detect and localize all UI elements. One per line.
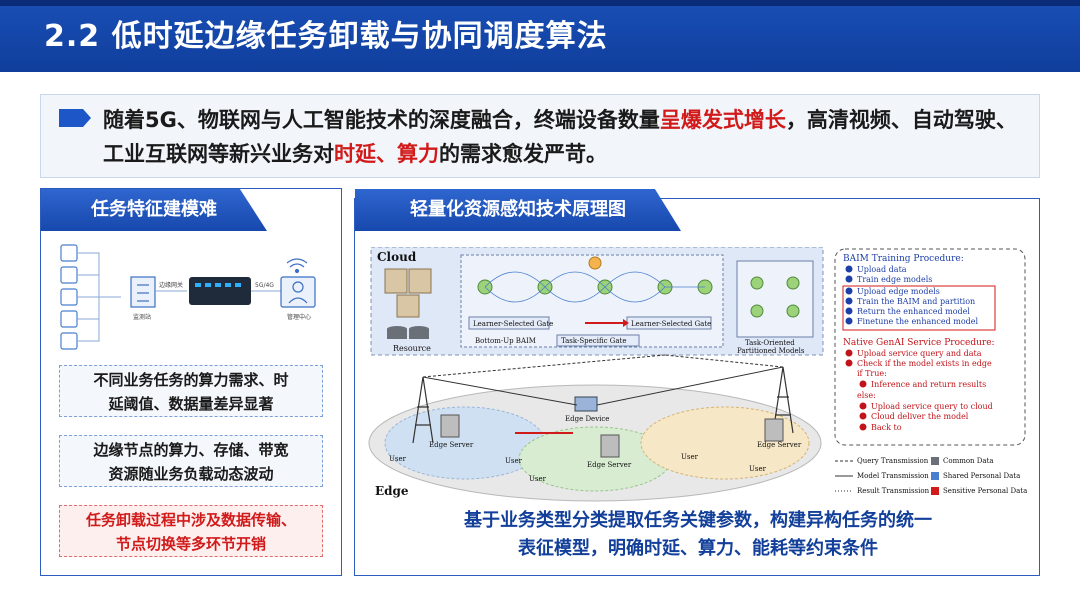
arrow-bullet-icon bbox=[59, 109, 91, 127]
resource-label: Resource bbox=[393, 344, 431, 353]
training-step-6: Finetune the enhanced model bbox=[857, 317, 979, 326]
challenge-2-line-1: 边缘节点的算力、存储、带宽 bbox=[60, 438, 322, 462]
user-label-4: User bbox=[681, 453, 699, 461]
training-title: BAIM Training Procedure: bbox=[843, 254, 964, 264]
challenge-card-3: 任务卸载过程中涉及数据传输、 节点切换等多环节开销 bbox=[59, 505, 323, 557]
page-title: 2.2 低时延边缘任务卸载与协同调度算法 bbox=[44, 12, 608, 62]
challenge-1-line-2: 延阈值、数据量差异显著 bbox=[60, 392, 322, 416]
task-oriented-label-2: Partitioned Models bbox=[737, 347, 805, 355]
bottom-up-label: Bottom-Up BAIM bbox=[475, 337, 536, 345]
caption-line-2: 表征模型，明确时延、算力、能耗等约束条件 bbox=[355, 535, 1041, 563]
edge-server-3-label: Edge Server bbox=[757, 441, 802, 449]
caption-line-1: 基于业务类型分类提取任务关键参数，构建异构任务的统一 bbox=[355, 507, 1041, 535]
center-label: 管理中心 bbox=[287, 313, 311, 321]
legend-query: Query Transmission bbox=[857, 457, 929, 465]
edge-label: Edge bbox=[375, 484, 409, 498]
user-icon bbox=[281, 277, 315, 307]
intro-part-3: 的需求愈发严苛。 bbox=[439, 142, 607, 166]
service-step-7: Cloud deliver the model bbox=[871, 412, 969, 421]
service-step-8: Back to bbox=[871, 423, 902, 432]
partitioned-models-box bbox=[737, 261, 813, 337]
training-step-4: Train the BAIM and partition bbox=[857, 297, 975, 306]
challenge-3-line-1: 任务卸载过程中涉及数据传输、 bbox=[60, 508, 322, 532]
service-title: Native GenAI Service Procedure: bbox=[843, 338, 995, 348]
training-step-2: Train edge models bbox=[857, 275, 932, 284]
cloud-label: Cloud bbox=[377, 250, 417, 264]
service-step-5: else: bbox=[857, 391, 876, 400]
right-panel-tab: 轻量化资源感知技术原理图 bbox=[355, 189, 681, 231]
sensor-icons bbox=[61, 245, 77, 349]
service-step-3: if True: bbox=[857, 369, 887, 378]
baim-box bbox=[461, 255, 723, 347]
service-step-1: Upload service query and data bbox=[857, 349, 982, 358]
legend-common: Common Data bbox=[943, 457, 994, 465]
wifi-icon bbox=[287, 259, 307, 273]
device-topology-illustration: 监测站 边缘网关 5G/4G 管理中心 bbox=[59, 241, 323, 353]
legend-sensitive: Sensitive Personal Data bbox=[943, 487, 1027, 495]
service-step-4: Inference and return results bbox=[871, 380, 986, 389]
task-specific-label: Task-Specific Gate bbox=[561, 337, 627, 345]
left-panel: 任务特征建模难 监测站 边缘网关 bbox=[40, 188, 342, 576]
edge-server-1-label: Edge Server bbox=[429, 441, 474, 449]
site-label: 监测站 bbox=[133, 313, 151, 321]
user-label-5: User bbox=[749, 465, 767, 473]
legend-model: Model Transmission bbox=[857, 472, 929, 480]
building-icon bbox=[131, 277, 155, 307]
edge-device-icon bbox=[575, 397, 597, 411]
link-label: 5G/4G bbox=[255, 282, 274, 289]
legend-shared: Shared Personal Data bbox=[943, 472, 1020, 480]
challenge-card-1: 不同业务任务的算力需求、时 延阈值、数据量差异显著 bbox=[59, 365, 323, 417]
intro-box: 随着5G、物联网与人工智能技术的深度融合，终端设备数量呈爆发式增长，高清视频、自… bbox=[40, 94, 1040, 178]
learner-gate-1-label: Learner-Selected Gate bbox=[473, 320, 553, 328]
right-panel: 轻量化资源感知技术原理图 Cloud Resource bbox=[354, 198, 1040, 576]
edge-server-2-label: Edge Server bbox=[587, 461, 632, 469]
training-step-3: Upload edge models bbox=[857, 287, 940, 296]
challenge-1-line-1: 不同业务任务的算力需求、时 bbox=[60, 368, 322, 392]
service-step-2: Check if the model exists in edge bbox=[857, 359, 992, 368]
title-bar: 2.2 低时延边缘任务卸载与协同调度算法 bbox=[0, 0, 1080, 72]
challenge-2-line-2: 资源随业务负载动态波动 bbox=[60, 462, 322, 486]
left-panel-tab: 任务特征建模难 bbox=[41, 189, 267, 231]
learner-gate-2-label: Learner-Selected Gate bbox=[631, 320, 711, 328]
legend: Query Transmission Common Data Model Tra… bbox=[835, 457, 1027, 495]
title-accent bbox=[0, 0, 1080, 6]
challenge-card-2: 边缘节点的算力、存储、带宽 资源随业务负载动态波动 bbox=[59, 435, 323, 487]
router-icon bbox=[189, 277, 251, 305]
task-oriented-label-1: Task-Oriented bbox=[745, 339, 795, 347]
gateway-label: 边缘网关 bbox=[159, 281, 183, 289]
training-step-1: Upload data bbox=[857, 265, 907, 274]
intro-highlight-2: 时延、算力 bbox=[334, 142, 439, 166]
diagram-caption: 基于业务类型分类提取任务关键参数，构建异构任务的统一 表征模型，明确时延、算力、… bbox=[355, 507, 1041, 563]
intro-highlight-1: 呈爆发式增长 bbox=[660, 108, 786, 132]
edge-device-label: Edge Device bbox=[565, 415, 609, 423]
user-label-1: User bbox=[389, 455, 407, 463]
training-step-5: Return the enhanced model bbox=[857, 307, 970, 316]
user-label-2: User bbox=[505, 457, 523, 465]
service-step-6: Upload service query to cloud bbox=[871, 402, 993, 411]
user-label-3: User bbox=[529, 475, 547, 483]
legend-result: Result Transmission bbox=[857, 487, 930, 495]
intro-part-1: 随着5G、物联网与人工智能技术的深度融合，终端设备数量 bbox=[103, 108, 660, 132]
challenge-3-line-2: 节点切换等多环节开销 bbox=[60, 532, 322, 556]
intro-text: 随着5G、物联网与人工智能技术的深度融合，终端设备数量呈爆发式增长，高清视频、自… bbox=[103, 103, 1023, 171]
architecture-diagram: Cloud Resource bbox=[365, 247, 1031, 507]
